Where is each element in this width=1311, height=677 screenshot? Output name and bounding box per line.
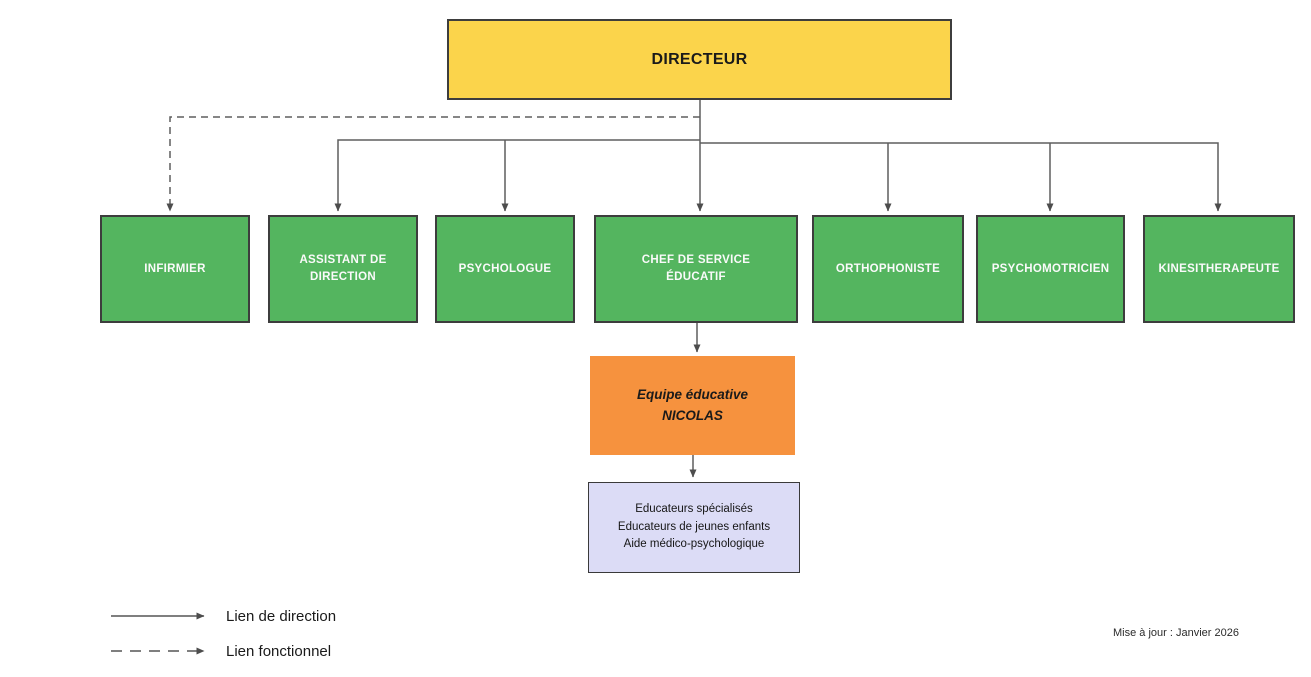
legend-row-direction: Lien de direction xyxy=(110,603,336,629)
node-infirmier: INFIRMIER xyxy=(100,215,250,323)
update-date-note: Mise à jour : Janvier 2026 xyxy=(1113,627,1239,639)
legend-row-functional: Lien fonctionnel xyxy=(110,638,336,664)
node-kinesitherapeute: KINESITHERAPEUTE xyxy=(1143,215,1295,323)
team-label-line2: NICOLAS xyxy=(662,407,723,423)
legend-label-functional: Lien fonctionnel xyxy=(226,642,332,660)
node-assistant-de-direction: ASSISTANT DE DIRECTION xyxy=(268,215,418,323)
node-educateurs: Educateurs spécialisés Educateurs de jeu… xyxy=(588,482,800,573)
legend: Lien de direction Lien fonctionnel xyxy=(110,603,336,664)
node-equipe-educative-nicolas: Equipe éducative NICOLAS xyxy=(590,356,795,455)
staff-line-aide-medico-psychologique: Aide médico-psychologique xyxy=(623,538,765,551)
connector-directeur-infirmier-functional xyxy=(166,116,700,212)
legend-label-direction: Lien de direction xyxy=(226,607,337,625)
team-label-line1: Equipe éducative xyxy=(636,386,749,402)
node-chef-de-service-educatif: CHEF DE SERVICE ÉDUCATIF xyxy=(594,215,798,323)
connector-directeur-kinesitherapeute xyxy=(700,142,1222,212)
node-directeur: DIRECTEUR xyxy=(447,19,952,100)
legend-dashed-arrow xyxy=(111,647,205,655)
staff-line-educateurs-specialises: Educateurs spécialisés xyxy=(635,502,753,515)
staff-line-educateurs-jeunes-enfants: Educateurs de jeunes enfants xyxy=(617,520,771,533)
node-orthophoniste: ORTHOPHONISTE xyxy=(812,215,964,323)
connector-directeur-assistant-de-direction xyxy=(334,139,700,212)
node-psychomotricien: PSYCHOMOTRICIEN xyxy=(976,215,1125,323)
legend-solid-arrow xyxy=(111,612,205,620)
node-psychologue: PSYCHOLOGUE xyxy=(435,215,575,323)
